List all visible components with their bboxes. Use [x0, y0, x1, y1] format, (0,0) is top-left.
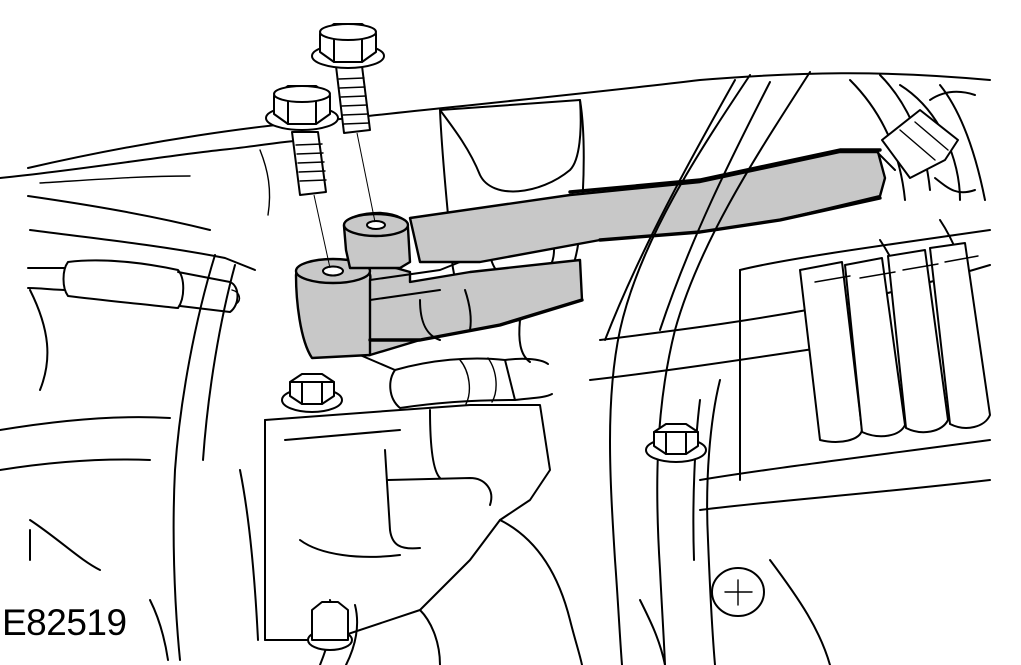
lower-casting [239, 404, 583, 665]
shaded-arm-right [408, 148, 887, 264]
installed-bolt-3 [307, 601, 353, 651]
engine-block-right [639, 379, 831, 665]
bolt-left [265, 85, 339, 196]
alignment-lines [313, 132, 376, 269]
wiring-connector [874, 90, 976, 194]
figure-id-label: E82519 [2, 602, 127, 643]
body-panel-outline [0, 72, 991, 661]
bolt-right [311, 23, 385, 134]
mounting-bracket [294, 211, 584, 360]
installed-bolt-1 [281, 373, 343, 413]
installed-bolt-2 [645, 423, 707, 463]
ribbed-cover [699, 229, 991, 511]
arm-clip [419, 289, 472, 341]
left-cable [27, 259, 241, 313]
middle-cable [359, 354, 553, 409]
